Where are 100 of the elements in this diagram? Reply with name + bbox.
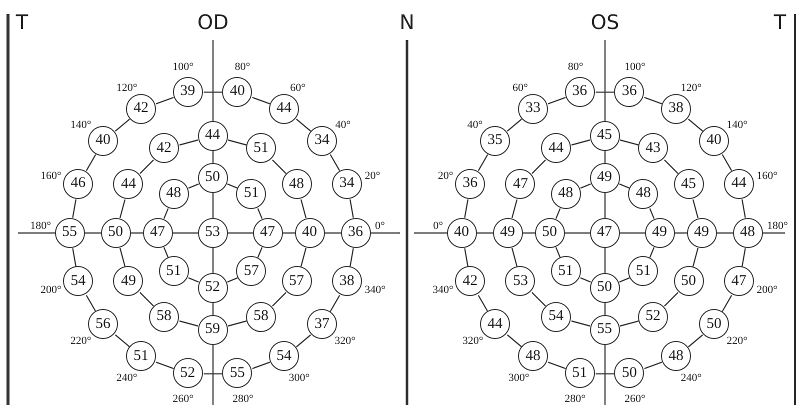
- angle-label: 20°: [438, 170, 454, 182]
- connector-line: [649, 208, 655, 219]
- angle-label: 80°: [568, 62, 584, 74]
- connector-line: [741, 248, 746, 267]
- value-circle: 38: [332, 266, 362, 296]
- connector-line: [86, 295, 96, 312]
- connector-line: [114, 334, 130, 348]
- angle-label: 300°: [288, 372, 310, 384]
- connector-line: [620, 320, 639, 327]
- value-circle: 54: [63, 266, 94, 296]
- value-circle: 36: [614, 76, 644, 107]
- value-circle: 50: [100, 218, 130, 248]
- value-circle: 38: [661, 94, 691, 124]
- connector-line: [644, 96, 662, 104]
- connector-line: [179, 320, 198, 327]
- angle-label: 180°: [767, 220, 788, 232]
- angle-label: 160°: [40, 170, 62, 182]
- connector-line: [596, 92, 614, 93]
- value-circle: 50: [534, 218, 564, 248]
- value-circle: 42: [149, 133, 179, 164]
- connector-line: [163, 247, 169, 258]
- value-circle: 37: [307, 309, 338, 340]
- angle-label: 240°: [116, 372, 138, 384]
- angle-label: 80°: [234, 62, 250, 74]
- value-circle: 40: [222, 76, 252, 107]
- angle-label: 320°: [334, 334, 356, 347]
- value-circle: 42: [455, 266, 486, 296]
- connector-line: [188, 183, 199, 189]
- connector-line: [722, 295, 732, 312]
- value-circle: 43: [638, 133, 668, 164]
- value-circle: 48: [550, 178, 581, 209]
- connector-line: [620, 139, 639, 146]
- connector-line: [548, 362, 566, 370]
- value-circle: 55: [54, 218, 84, 248]
- value-circle: 57: [282, 266, 312, 296]
- value-circle: 51: [628, 256, 658, 286]
- angle-label: 340°: [432, 284, 454, 296]
- value-circle: 52: [198, 272, 228, 302]
- connector-line: [257, 247, 263, 258]
- value-circle: 51: [126, 341, 156, 372]
- connector-line: [644, 362, 662, 370]
- angle-label: 120°: [680, 82, 702, 94]
- value-circle: 47: [252, 218, 282, 248]
- connector-line: [532, 292, 546, 306]
- angle-label: 60°: [290, 82, 306, 94]
- angle-label: 120°: [116, 82, 138, 94]
- value-circle: 40: [294, 218, 324, 248]
- connector-line: [619, 183, 630, 189]
- value-circle: 58: [246, 302, 276, 332]
- value-circle: 48: [518, 341, 548, 372]
- value-circle: 33: [518, 94, 548, 124]
- value-circle: 49: [113, 266, 144, 296]
- connector-line: [506, 334, 522, 348]
- connector-line: [664, 160, 678, 174]
- value-circle: 40: [446, 218, 476, 248]
- connector-line: [252, 362, 270, 370]
- value-circle: 45: [674, 169, 704, 199]
- connector-line: [72, 199, 77, 218]
- angle-label: 160°: [756, 170, 778, 182]
- connector-line: [511, 199, 518, 218]
- value-circle: 49: [590, 162, 620, 192]
- value-circle: 51: [550, 256, 581, 286]
- value-circle: 48: [158, 178, 189, 209]
- value-circle: 50: [590, 272, 620, 302]
- side-label: N: [400, 10, 414, 34]
- angle-label: 140°: [726, 119, 748, 131]
- value-circle: 47: [505, 169, 536, 199]
- connector-line: [330, 295, 340, 312]
- connector-line: [532, 160, 546, 174]
- value-circle: 44: [269, 94, 299, 124]
- value-circle: 53: [198, 218, 228, 248]
- connector-line: [664, 292, 678, 306]
- connector-line: [688, 118, 704, 132]
- connector-line: [555, 247, 561, 258]
- angle-label: 60°: [512, 82, 528, 94]
- angle-label: 340°: [364, 284, 386, 296]
- connector-line: [204, 373, 222, 374]
- connector-line: [252, 96, 270, 104]
- value-circle: 47: [590, 218, 620, 248]
- angle-label: 200°: [40, 284, 62, 296]
- angle-label: 300°: [508, 372, 530, 384]
- value-circle: 53: [505, 266, 536, 296]
- eye-label: OD: [197, 10, 229, 34]
- value-circle: 44: [724, 168, 754, 199]
- value-circle: 54: [269, 341, 299, 372]
- value-circle: 51: [246, 133, 276, 164]
- value-circle: 50: [614, 358, 644, 388]
- value-circle: 48: [661, 341, 691, 372]
- value-circle: 59: [198, 314, 228, 344]
- value-circle: 47: [724, 266, 754, 296]
- connector-line: [72, 248, 77, 267]
- connector-line: [188, 277, 199, 283]
- connector-line: [156, 96, 174, 104]
- connector-line: [296, 118, 312, 132]
- connector-line: [464, 248, 469, 267]
- connector-line: [300, 199, 307, 218]
- connector-line: [228, 320, 247, 327]
- connector-line: [511, 248, 518, 267]
- connector-line: [555, 208, 561, 219]
- connector-line: [349, 248, 354, 267]
